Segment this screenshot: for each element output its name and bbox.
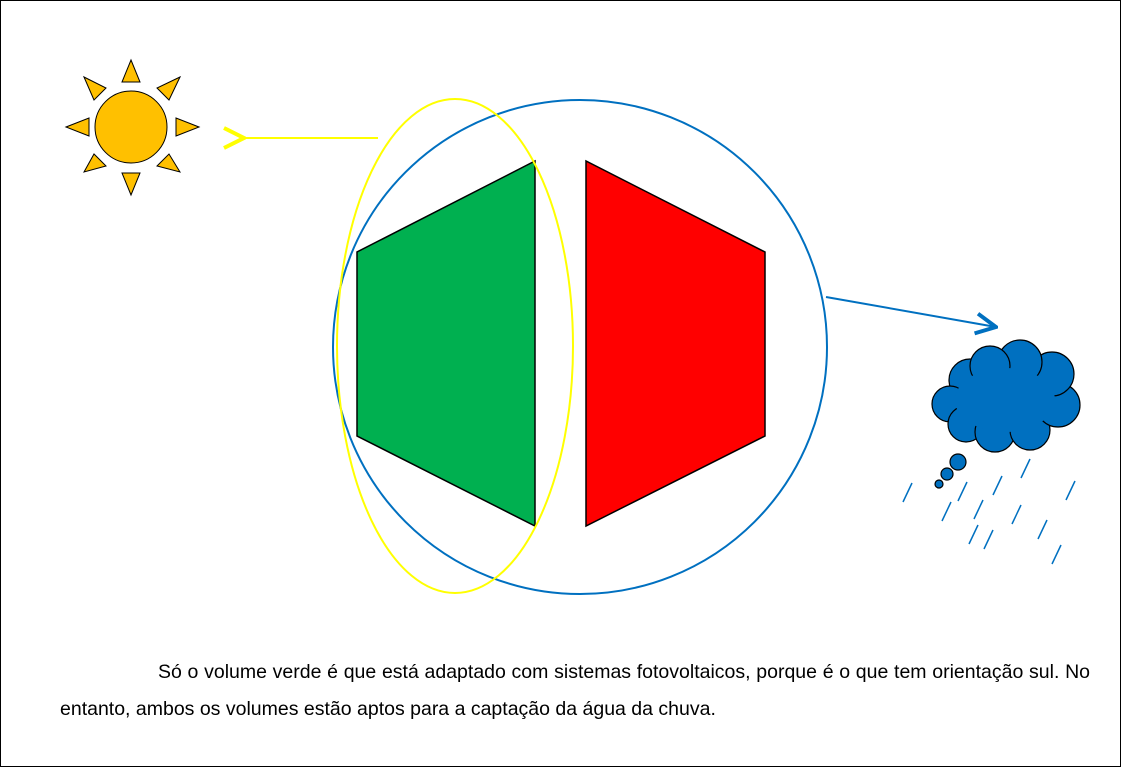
sun-ray-bottom-right: [156, 153, 182, 173]
sun-ray-top-right: [156, 75, 182, 101]
sun-disc: [94, 90, 168, 164]
cloud-icon: [931, 339, 1081, 489]
cloud-bubble-small: [934, 479, 944, 489]
caption-text: Só o volume verde é que está adaptado co…: [60, 661, 1090, 720]
cloud-bubble-large: [949, 453, 967, 471]
sun-ray-bottom-left: [82, 153, 107, 173]
green-volume: [356, 159, 536, 528]
cloud-bubble-medium: [940, 467, 954, 481]
sun-ray-top-left: [82, 75, 107, 101]
sun-ray-left: [64, 117, 90, 137]
rain-arrow: [825, 296, 996, 327]
sun-ray-bottom: [121, 172, 141, 197]
yellow-ellipse: [336, 98, 574, 594]
blue-circle: [332, 99, 828, 595]
sun-ray-right: [175, 117, 201, 137]
rain-icon: [902, 458, 1076, 565]
sun-icon: [64, 58, 201, 197]
red-volume: [585, 159, 766, 528]
sun-ray-top: [121, 58, 141, 83]
